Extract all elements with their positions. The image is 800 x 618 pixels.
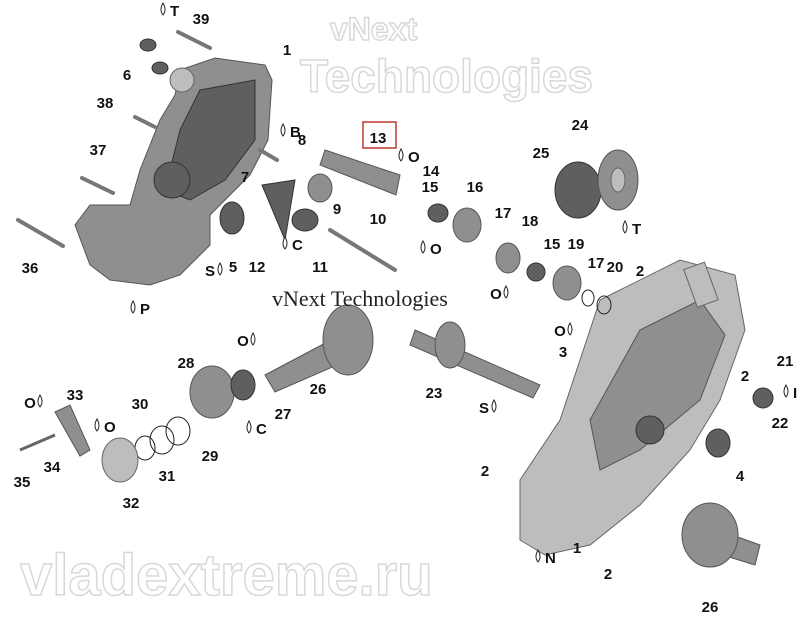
watermark-outline-vnext: vNext [330, 11, 418, 47]
callout-1: 1 [573, 540, 581, 557]
callout-O: O [237, 333, 249, 350]
callout-17: 17 [588, 255, 605, 272]
callout-27: 27 [275, 406, 292, 423]
watermark-site-text: vladextreme.ru [20, 543, 433, 608]
watermark-outline-technologies: Technologies [300, 50, 593, 102]
callout-26: 26 [702, 599, 719, 616]
callout-15: 15 [544, 236, 561, 253]
callout-17: 17 [495, 205, 512, 222]
callout-2: 2 [636, 263, 644, 280]
callout-4: 4 [736, 468, 745, 485]
callout-20: 20 [607, 259, 624, 276]
callout-O: O [490, 286, 502, 303]
callout-8: 8 [298, 132, 306, 149]
right-housing [519, 259, 746, 556]
callout-13: 13 [370, 130, 387, 147]
callout-25: 25 [533, 145, 550, 162]
bolts [16, 30, 397, 272]
callout-9: 9 [333, 201, 341, 218]
callout-34: 34 [44, 459, 61, 476]
callout-22: 22 [772, 415, 789, 432]
callout-12: 12 [249, 259, 266, 276]
shafts [264, 304, 761, 568]
lubricant-drop-icon [160, 1, 166, 16]
callout-5: 5 [229, 259, 237, 276]
callout-39: 39 [193, 11, 210, 28]
callout-1: 1 [283, 42, 291, 59]
callout-2: 2 [604, 566, 612, 583]
callout-32: 32 [123, 495, 140, 512]
callout-6: 6 [123, 67, 131, 84]
shift-fork [19, 404, 91, 457]
callout-3: 3 [559, 344, 567, 361]
callout-36: 36 [22, 260, 39, 277]
callout-2: 2 [741, 368, 749, 385]
lubricant-drop-icon [37, 393, 43, 408]
callout-O: O [554, 323, 566, 340]
lubricant-drop-icon [282, 235, 288, 250]
callout-18: 18 [522, 213, 539, 230]
callout-29: 29 [202, 448, 219, 465]
callout-N: N [545, 550, 556, 567]
callout-O: O [430, 241, 442, 258]
watermark-technologies-outline: Technologies [299, 49, 594, 103]
callout-23: 23 [426, 385, 443, 402]
lubricant-drop-icon [420, 239, 426, 254]
callout-O: O [24, 395, 36, 412]
callout-S: S [205, 263, 215, 280]
callout-S: S [479, 400, 489, 417]
callout-30: 30 [132, 396, 149, 413]
callout-O: O [408, 149, 420, 166]
lubricant-drop-icon [783, 383, 789, 398]
lubricant-drop-icon [246, 419, 252, 434]
callout-28: 28 [178, 355, 195, 372]
callout-35: 35 [14, 474, 31, 491]
watermark-vnext-outline: vNext [329, 10, 418, 48]
callout-O: O [104, 419, 116, 436]
lubricant-drop-icon [535, 548, 541, 563]
left-housing [74, 57, 273, 286]
seals [139, 38, 169, 75]
callout-P: P [140, 301, 150, 318]
callout-37: 37 [90, 142, 107, 159]
shaft-13 [319, 149, 401, 196]
callout-T: T [632, 221, 641, 238]
lubricant-drop-icon [94, 417, 100, 432]
callout-B: B [290, 124, 301, 141]
callout-C: C [256, 421, 267, 438]
lubricant-drop-icon [491, 398, 497, 413]
callout-15: 15 [422, 179, 439, 196]
watermark-vnext-text: vNext Technologies [272, 286, 448, 311]
callout-I: I [793, 385, 797, 402]
callout-T: T [170, 3, 179, 20]
lubricant-drop-icon [250, 331, 256, 346]
callout-38: 38 [97, 95, 114, 112]
callout-16: 16 [467, 179, 484, 196]
callout-C: C [292, 237, 303, 254]
lubricant-drop-icon [280, 122, 286, 137]
callout-24: 24 [572, 117, 589, 134]
lubricant-drop-icon [217, 261, 223, 276]
callout-2: 2 [481, 463, 489, 480]
callout-7: 7 [241, 169, 249, 186]
callout-26: 26 [310, 381, 327, 398]
callout-14: 14 [423, 163, 440, 180]
lubricant-drop-icon [503, 284, 509, 299]
watermark-site: vladextreme.ru [19, 542, 433, 609]
callout-10: 10 [370, 211, 387, 228]
lubricant-drop-icon [567, 321, 573, 336]
highlight-box-13 [362, 121, 397, 149]
lubricant-drop-icon [398, 147, 404, 162]
lubricant-drop-icon [622, 219, 628, 234]
lubricant-drop-icon [130, 299, 136, 314]
callout-11: 11 [312, 259, 328, 276]
gears-and-bearings [101, 149, 774, 483]
watermark-vnext-line: vNext Technologies [272, 286, 448, 311]
callout-21: 21 [777, 353, 794, 370]
callout-31: 31 [159, 468, 176, 485]
callout-33: 33 [67, 387, 84, 404]
callout-19: 19 [568, 236, 585, 253]
